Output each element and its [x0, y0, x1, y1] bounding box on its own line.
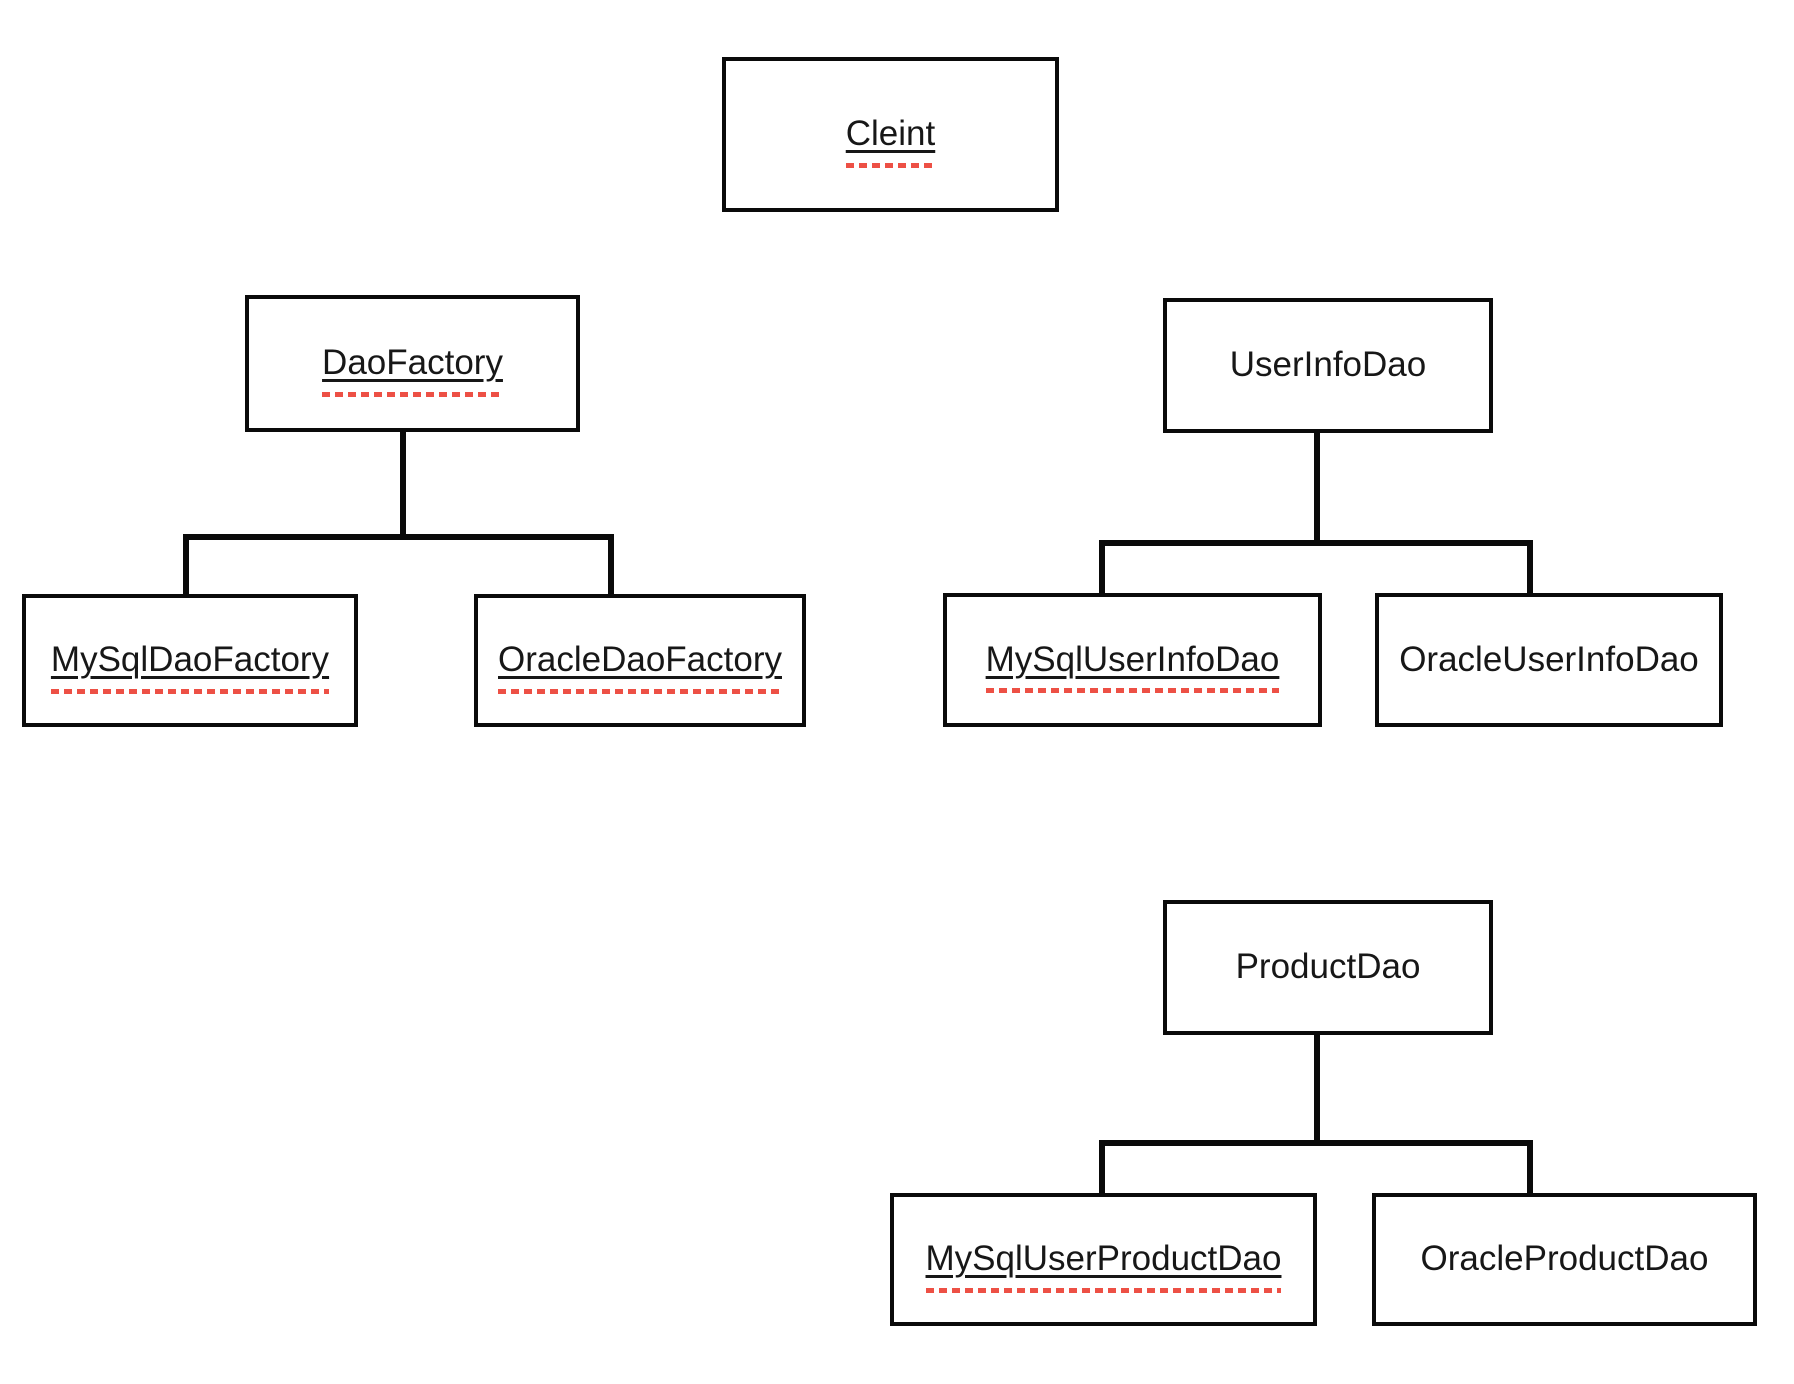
connector-userinfodao-trunk	[1314, 431, 1320, 546]
connector-productdao-to-oracleproductdao	[1527, 1140, 1533, 1195]
node-oracle-dao-factory: OracleDaoFactory	[474, 594, 806, 727]
node-client-label: Cleint	[845, 115, 936, 168]
node-user-info-dao-label: UserInfoDao	[1229, 345, 1427, 385]
node-mysql-dao-factory-label: MySqlDaoFactory	[50, 641, 330, 694]
node-oracle-user-info-dao: OracleUserInfoDao	[1375, 593, 1723, 727]
node-oracle-product-dao: OracleProductDao	[1372, 1193, 1757, 1326]
node-mysql-user-info-dao: MySqlUserInfoDao	[943, 593, 1322, 727]
node-mysql-user-product-dao-label: MySqlUserProductDao	[925, 1240, 1282, 1293]
connector-userinfodao-to-oracleuserinfodao	[1527, 540, 1533, 595]
node-dao-factory: DaoFactory	[245, 295, 580, 432]
node-client: Cleint	[722, 57, 1059, 212]
connector-userinfodao-crossbar	[1099, 540, 1533, 546]
node-oracle-dao-factory-label: OracleDaoFactory	[498, 641, 782, 694]
node-oracle-product-dao-label: OracleProductDao	[1420, 1239, 1709, 1279]
connector-daofactory-to-oracledaofactory	[608, 534, 614, 596]
connector-daofactory-to-mysqldaofactory	[183, 534, 189, 596]
connector-productdao-trunk	[1314, 1033, 1320, 1146]
node-oracle-user-info-dao-label: OracleUserInfoDao	[1399, 639, 1699, 679]
node-mysql-user-product-dao: MySqlUserProductDao	[890, 1193, 1317, 1326]
connector-daofactory-crossbar	[183, 534, 614, 540]
node-mysql-user-info-dao-label: MySqlUserInfoDao	[985, 640, 1280, 694]
node-product-dao: ProductDao	[1163, 900, 1493, 1035]
node-dao-factory-label: DaoFactory	[322, 344, 503, 397]
node-mysql-dao-factory: MySqlDaoFactory	[22, 594, 358, 727]
node-product-dao-label: ProductDao	[1235, 947, 1421, 987]
connector-userinfodao-to-mysqluserinfodao	[1099, 540, 1105, 595]
connector-productdao-crossbar	[1099, 1140, 1533, 1146]
node-user-info-dao: UserInfoDao	[1163, 298, 1493, 433]
connector-productdao-to-mysqluserproductdao	[1099, 1140, 1105, 1195]
connector-daofactory-trunk	[400, 430, 406, 540]
